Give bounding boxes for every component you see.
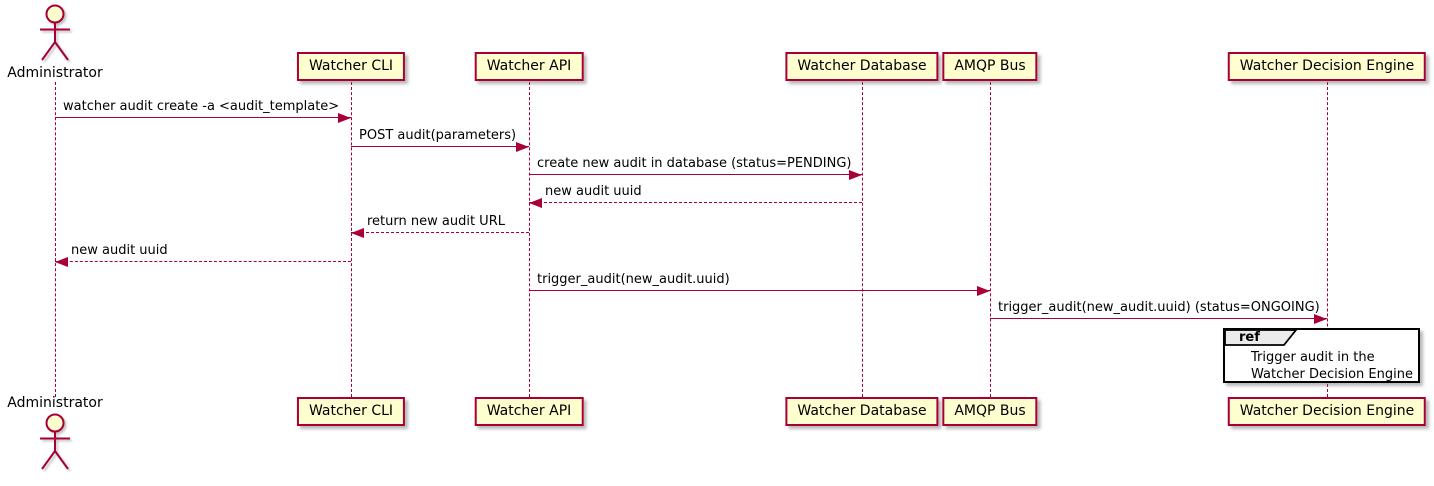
participant-amqp-bus-bottom: AMQP Bus (942, 397, 1038, 426)
arrowhead-6 (977, 286, 990, 296)
message-label-2: create new audit in database (status=PEN… (537, 156, 852, 171)
arrowhead-7 (1314, 314, 1327, 324)
participant-watcher-api-bottom: Watcher API (474, 397, 584, 426)
lifeline-amqp-bus (990, 82, 991, 397)
arrowhead-4 (351, 228, 364, 238)
message-line-0 (55, 117, 351, 118)
participant-administrator-top: Administrator (7, 65, 103, 81)
ref-text-line: Watcher Decision Engine (1251, 367, 1413, 382)
actor-icon-administrator-bottom (33, 412, 77, 474)
participant-watcher-decision-engine-bottom: Watcher Decision Engine (1227, 397, 1427, 426)
message-label-4: return new audit URL (367, 214, 505, 229)
message-label-0: watcher audit create -a <audit_template> (63, 99, 340, 114)
lifeline-watcher-database (862, 82, 863, 397)
arrowhead-1 (516, 142, 529, 152)
participant-watcher-cli-top: Watcher CLI (296, 52, 406, 81)
actor-icon-administrator-top (33, 3, 77, 65)
lifeline-watcher-api (529, 82, 530, 397)
message-line-1 (351, 146, 529, 147)
participant-amqp-bus-top: AMQP Bus (942, 52, 1038, 81)
ref-text: Trigger audit in the Watcher Decision En… (1225, 349, 1418, 383)
ref-tab-icon (1224, 329, 1298, 346)
participant-watcher-database-bottom: Watcher Database (785, 397, 939, 426)
arrowhead-0 (338, 113, 351, 123)
message-label-6: trigger_audit(new_audit.uuid) (537, 272, 730, 287)
message-line-3 (529, 202, 862, 203)
participant-watcher-database-top: Watcher Database (785, 52, 939, 81)
ref-fragment: ref Trigger audit in the Watcher Decisio… (1223, 328, 1420, 383)
lifeline-watcher-decision-engine (1327, 82, 1328, 397)
message-label-5: new audit uuid (71, 243, 168, 258)
ref-text-line: Trigger audit in the (1251, 350, 1375, 365)
message-line-5 (55, 261, 351, 262)
message-label-7: trigger_audit(new_audit.uuid) (status=ON… (998, 300, 1320, 315)
participant-watcher-api-top: Watcher API (474, 52, 584, 81)
lifeline-watcher-cli (351, 82, 352, 397)
message-line-6 (529, 290, 990, 291)
participant-watcher-decision-engine-top: Watcher Decision Engine (1227, 52, 1427, 81)
arrowhead-5 (55, 257, 68, 267)
participant-watcher-cli-bottom: Watcher CLI (296, 397, 406, 426)
ref-tab-label: ref (1239, 330, 1260, 345)
message-label-1: POST audit(parameters) (359, 128, 517, 143)
message-line-7 (990, 318, 1327, 319)
message-label-3: new audit uuid (545, 184, 642, 199)
participant-administrator-bottom: Administrator (7, 395, 103, 411)
message-line-2 (529, 174, 862, 175)
arrowhead-3 (529, 198, 542, 208)
lifeline-administrator (55, 82, 56, 397)
message-line-4 (351, 232, 529, 233)
arrowhead-2 (849, 170, 862, 180)
